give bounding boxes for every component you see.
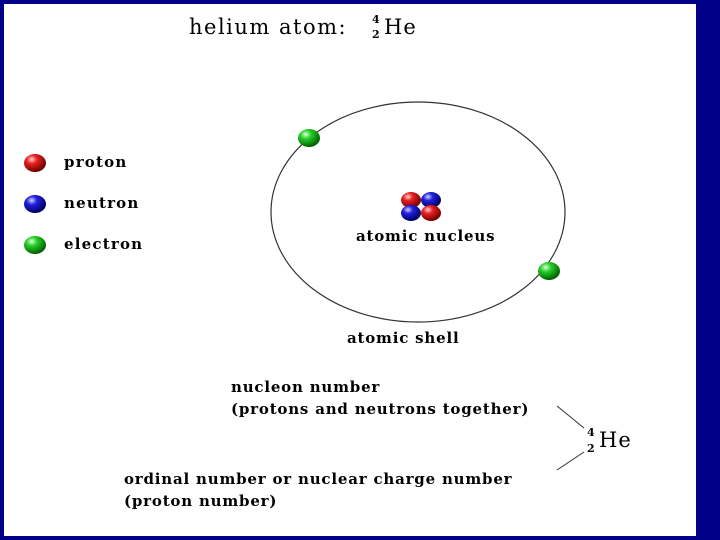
legend-neutron-ball [24, 195, 46, 213]
notation-element-symbol: He [599, 428, 632, 452]
ordinal-number-label: ordinal number or nuclear charge number [124, 470, 512, 488]
nucleus-neutron [401, 205, 421, 221]
ordinal-number-description: (proton number) [124, 492, 277, 510]
notation-atomic-number: 2 [587, 442, 595, 455]
legend-electron-label: electron [64, 235, 143, 253]
notation-mass-number: 4 [587, 426, 595, 439]
atomic-nucleus-label: atomic nucleus [356, 227, 495, 245]
ordinal-connector-line [557, 452, 584, 470]
nuclide-notation: 4 2 He [585, 426, 655, 460]
legend-neutron-label: neutron [64, 194, 140, 212]
electron-top [298, 129, 320, 147]
nucleon-connector-line [557, 406, 584, 428]
legend-proton-ball [24, 154, 46, 172]
nucleon-number-description: (protons and neutrons together) [231, 400, 529, 418]
legend-electron-ball [24, 236, 46, 254]
nucleus-proton [421, 205, 441, 221]
atomic-shell-label: atomic shell [347, 329, 459, 347]
legend-proton-label: proton [64, 153, 127, 171]
electron-right [538, 262, 560, 280]
atomic-nucleus [401, 192, 441, 221]
nucleon-number-label: nucleon number [231, 378, 380, 396]
